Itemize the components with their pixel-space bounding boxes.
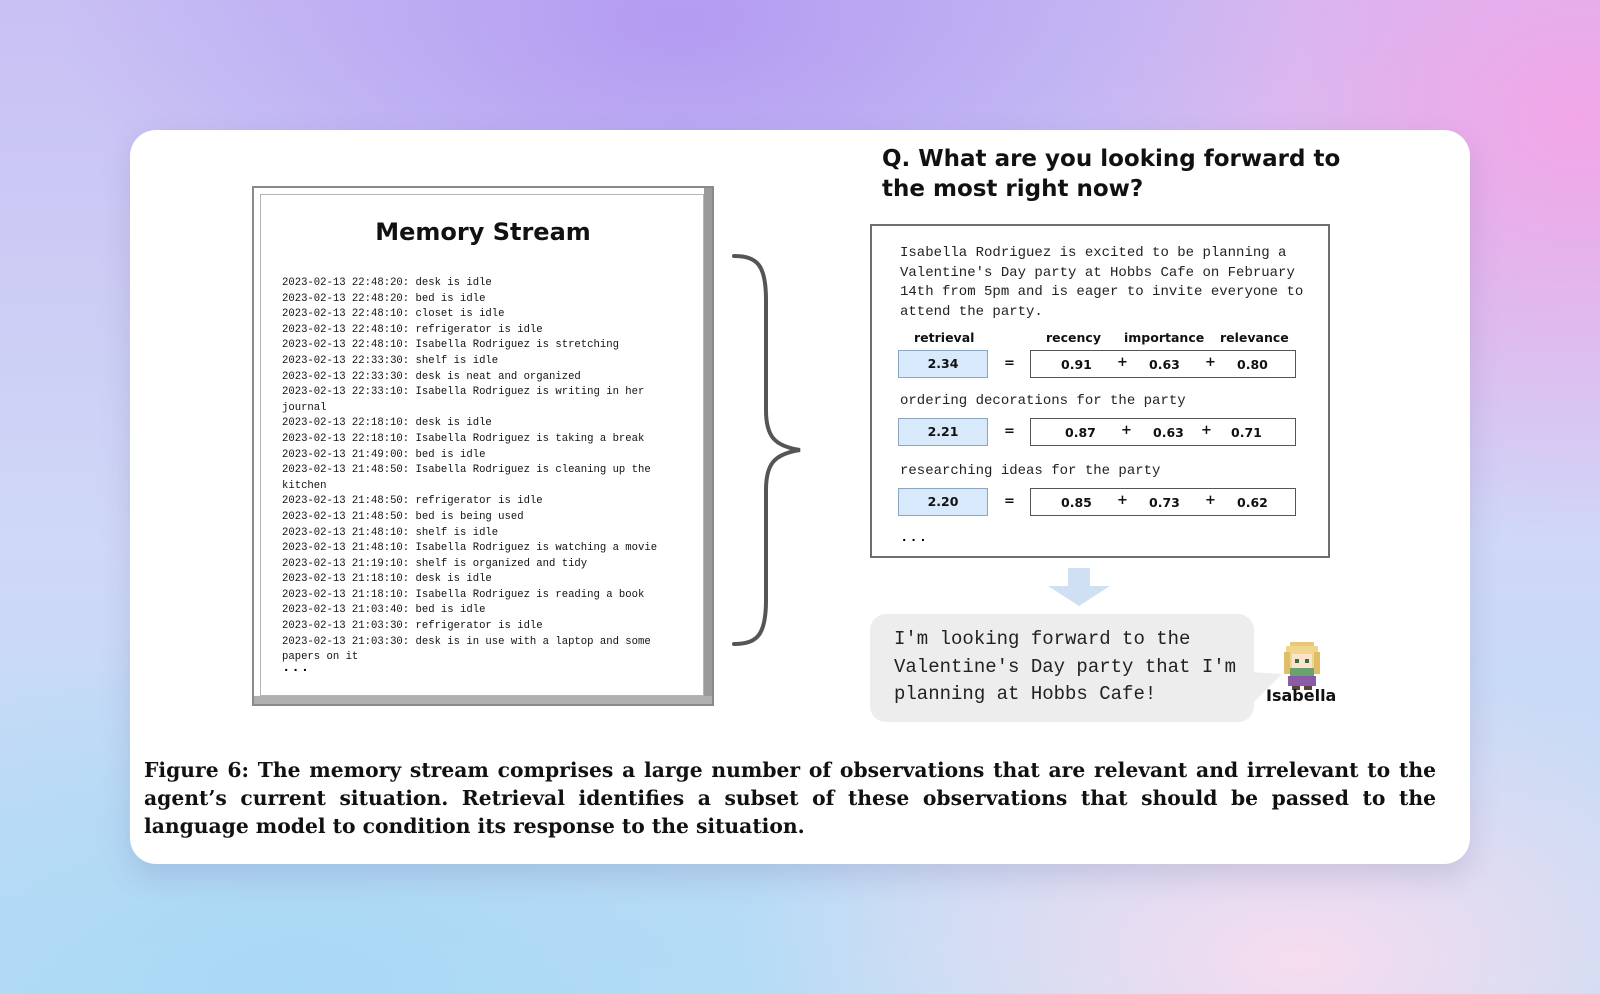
retrieval-panel: Isabella Rodriguez is excited to be plan… xyxy=(870,224,1330,558)
curly-brace-icon xyxy=(732,254,801,646)
importance-value: 0.63 xyxy=(1153,425,1184,440)
plus-sign: + xyxy=(1117,355,1128,370)
memory-stream-list: 2023-02-13 22:48:20: desk is idle 2023-0… xyxy=(282,276,692,666)
memory-entry: 2023-02-13 22:48:10: closet is idle xyxy=(282,308,505,321)
figure-caption: Figure 6: The memory stream comprises a … xyxy=(144,758,1436,838)
relevance-value: 0.71 xyxy=(1231,425,1262,440)
retrieved-memory-text: Isabella Rodriguez is excited to be plan… xyxy=(900,245,1304,320)
plus-sign: + xyxy=(1205,493,1216,508)
memory-stream-title: Memory Stream xyxy=(375,218,591,246)
memory-entry: 2023-02-13 21:03:40: bed is idle xyxy=(282,604,486,617)
plus-sign: + xyxy=(1201,423,1212,438)
recency-value: 0.91 xyxy=(1061,357,1092,372)
recency-value: 0.87 xyxy=(1065,425,1096,440)
memory-entry: 2023-02-13 22:33:10: Isabella Rodriguez … xyxy=(282,386,651,414)
importance-value: 0.73 xyxy=(1149,495,1180,510)
retrieval-ellipsis: ... xyxy=(900,530,929,546)
panel-shadow-right xyxy=(704,188,712,704)
relevance-value: 0.80 xyxy=(1237,357,1268,372)
header-recency: recency xyxy=(1046,330,1101,345)
memory-stream-inner xyxy=(260,194,704,696)
memory-stream-panel: Memory Stream 2023-02-13 22:48:20: desk … xyxy=(252,186,714,706)
retrieval-score: 2.34 xyxy=(898,350,988,378)
memory-entry: 2023-02-13 21:19:10: shelf is organized … xyxy=(282,557,588,570)
figure-card: Memory Stream 2023-02-13 22:48:20: desk … xyxy=(130,130,1470,864)
memory-entry: 2023-02-13 21:49:00: bed is idle xyxy=(282,448,486,461)
memory-entry: 2023-02-13 21:48:50: refrigerator is idl… xyxy=(282,495,543,508)
down-arrow-icon xyxy=(1048,568,1110,606)
plus-sign: + xyxy=(1117,493,1128,508)
agent-response-text: I'm looking forward to the Valentine's D… xyxy=(894,628,1237,705)
equals-sign: = xyxy=(1004,356,1015,371)
memory-entry: 2023-02-13 22:18:10: Isabella Rodriguez … xyxy=(282,432,645,445)
memory-entry: 2023-02-13 22:33:30: shelf is idle xyxy=(282,354,499,367)
agent-name-label: Isabella xyxy=(1266,686,1337,705)
plus-sign: + xyxy=(1121,423,1132,438)
memory-stream-ellipsis: ... xyxy=(282,660,311,676)
relevance-value: 0.62 xyxy=(1237,495,1268,510)
memory-entry: 2023-02-13 21:18:10: Isabella Rodriguez … xyxy=(282,588,645,601)
memory-entry: 2023-02-13 22:48:10: refrigerator is idl… xyxy=(282,323,543,336)
score-components: 0.85 + 0.73 + 0.62 xyxy=(1030,488,1296,516)
memory-entry: 2023-02-13 21:18:10: desk is idle xyxy=(282,573,492,586)
memory-entry: 2023-02-13 21:48:50: bed is being used xyxy=(282,510,524,523)
memory-entry: 2023-02-13 22:48:20: bed is idle xyxy=(282,292,486,305)
retrieval-score: 2.21 xyxy=(898,418,988,446)
header-relevance: relevance xyxy=(1220,330,1289,345)
memory-entry: 2023-02-13 21:48:10: Isabella Rodriguez … xyxy=(282,542,658,555)
importance-value: 0.63 xyxy=(1149,357,1180,372)
memory-entry: 2023-02-13 22:18:10: desk is idle xyxy=(282,417,492,430)
recency-value: 0.85 xyxy=(1061,495,1092,510)
memory-entry: 2023-02-13 21:03:30: desk is in use with… xyxy=(282,635,658,664)
panel-shadow-bottom xyxy=(254,696,712,704)
equals-sign: = xyxy=(1004,424,1015,439)
header-retrieval: retrieval xyxy=(914,330,975,345)
memory-entry: 2023-02-13 22:48:10: Isabella Rodriguez … xyxy=(282,339,619,352)
memory-entry: 2023-02-13 21:48:10: shelf is idle xyxy=(282,526,499,539)
retrieval-score: 2.20 xyxy=(898,488,988,516)
memory-entry: 2023-02-13 22:33:30: desk is neat and or… xyxy=(282,370,581,383)
bubble-tail-icon xyxy=(1250,672,1282,706)
plus-sign: + xyxy=(1205,355,1216,370)
question-heading: Q. What are you looking forward to the m… xyxy=(882,146,1341,202)
memory-entry: 2023-02-13 22:48:20: desk is idle xyxy=(282,277,492,289)
score-components: 0.91 + 0.63 + 0.80 xyxy=(1030,350,1296,378)
response-bubble: I'm looking forward to the Valentine's D… xyxy=(870,614,1254,722)
memory-entry: 2023-02-13 21:48:50: Isabella Rodriguez … xyxy=(282,464,658,492)
isabella-avatar-icon xyxy=(1284,642,1320,690)
header-importance: importance xyxy=(1124,330,1205,345)
retrieved-memory-text: researching ideas for the party xyxy=(900,463,1161,479)
retrieved-memory-text: ordering decorations for the party xyxy=(900,393,1186,409)
score-components: 0.87 + 0.63 + 0.71 xyxy=(1030,418,1296,446)
equals-sign: = xyxy=(1004,494,1015,509)
memory-entry: 2023-02-13 21:03:30: refrigerator is idl… xyxy=(282,620,543,633)
